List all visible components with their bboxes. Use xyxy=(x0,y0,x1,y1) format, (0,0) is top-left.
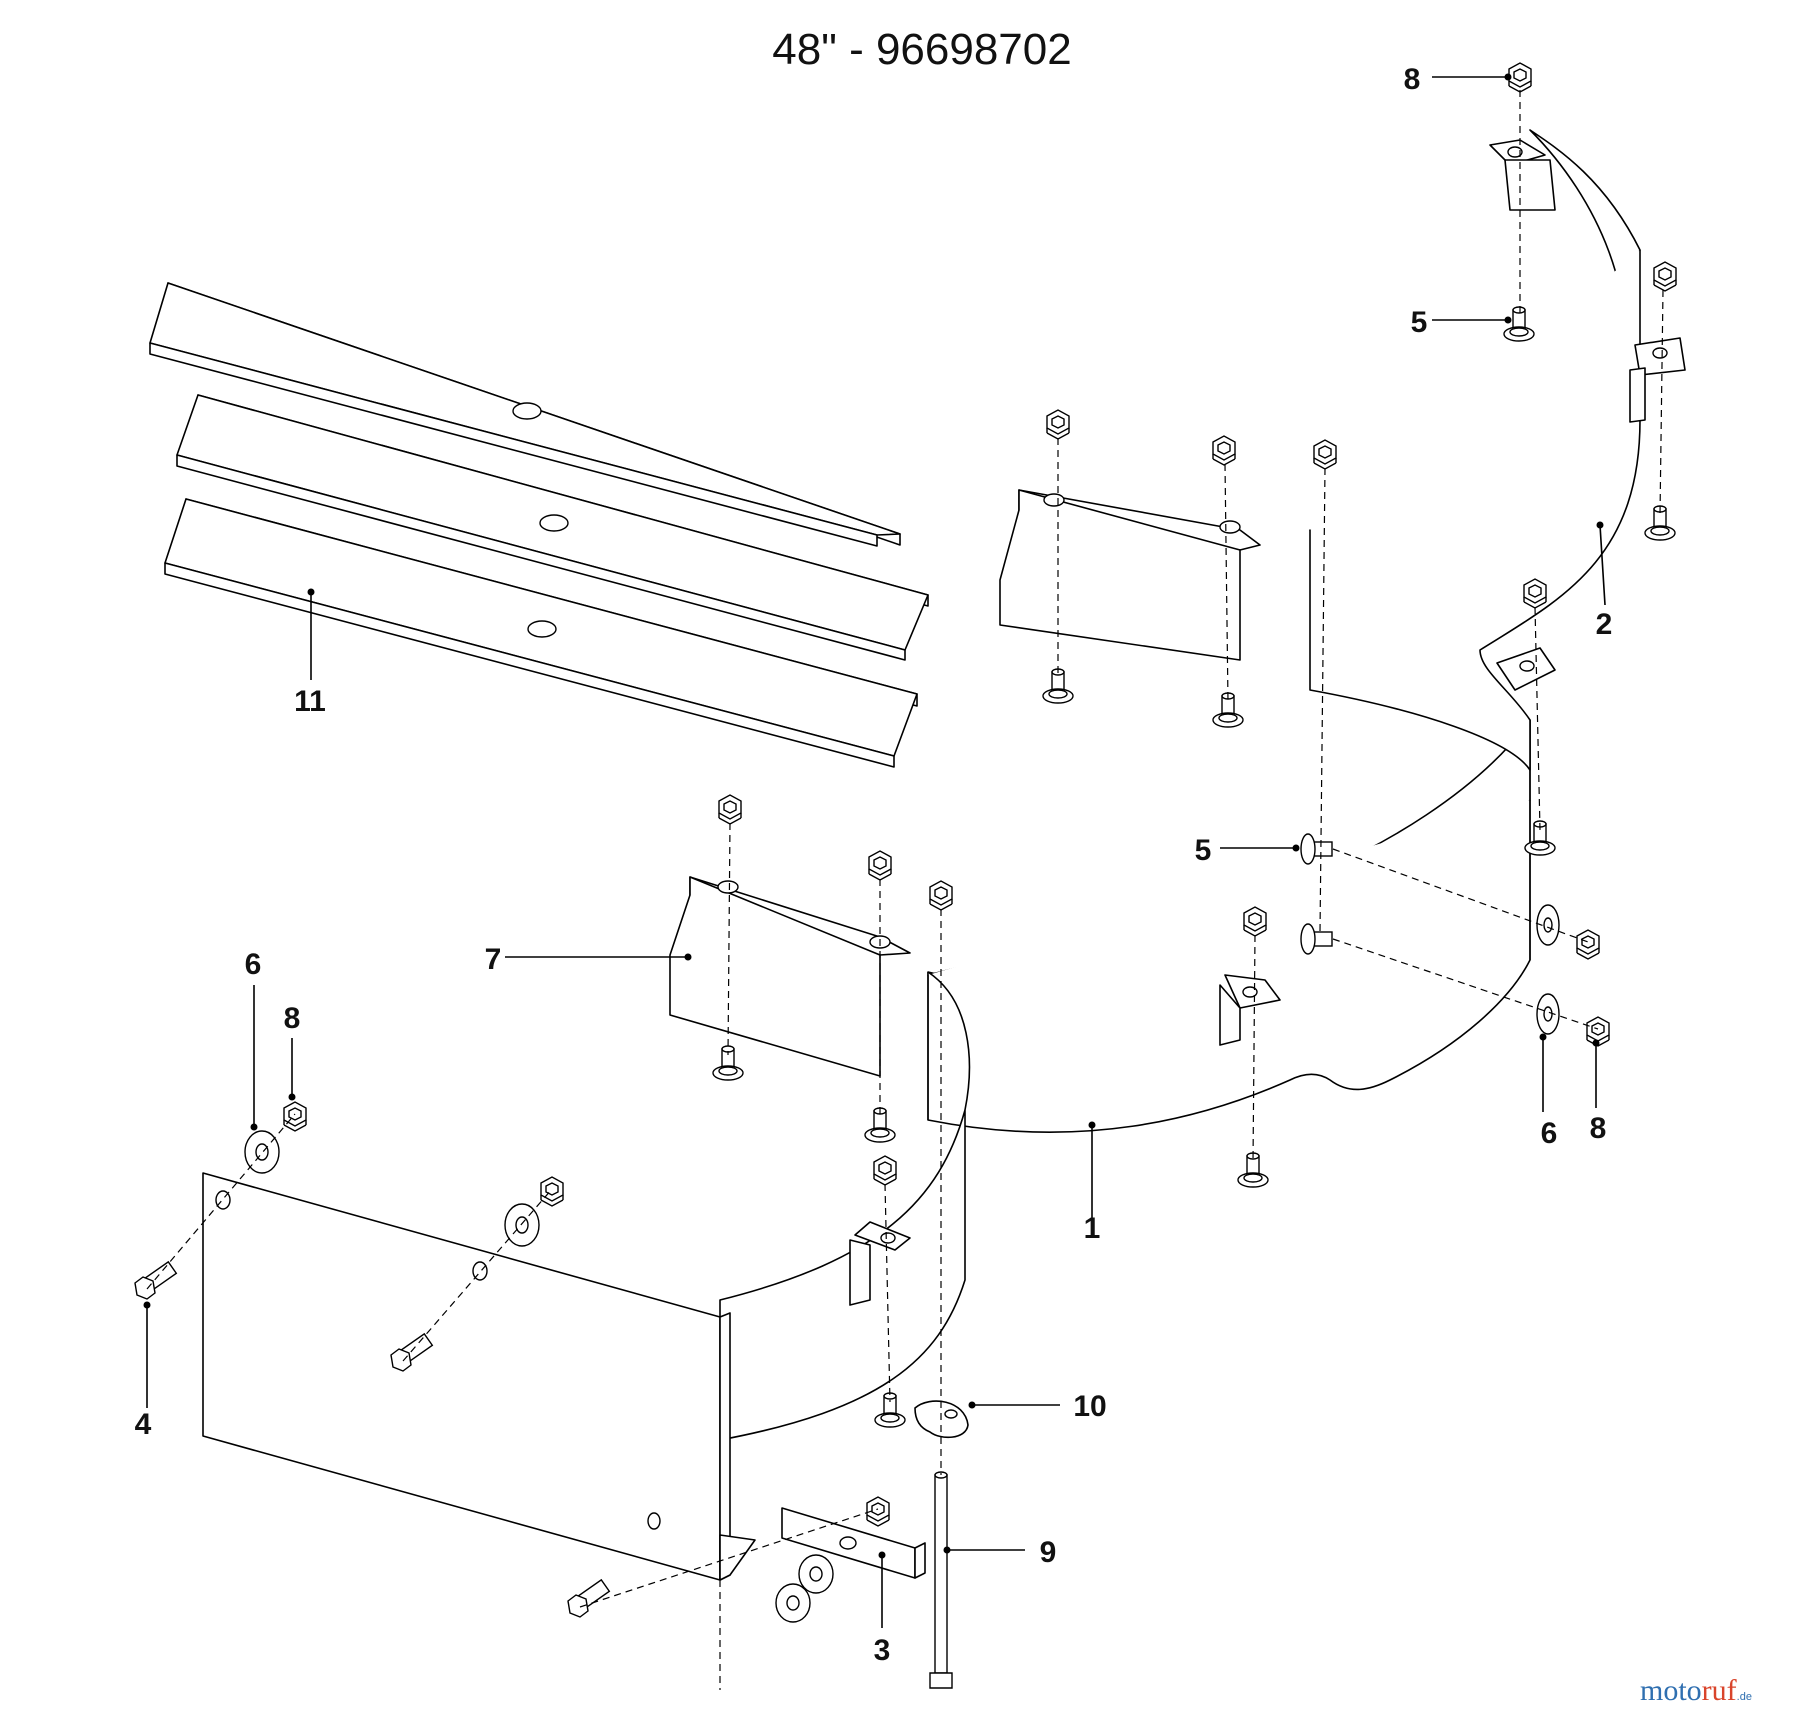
hex-nut-icon xyxy=(540,1176,564,1207)
callout-11: 11 xyxy=(294,685,326,718)
mower-blades xyxy=(149,282,929,768)
blade-middle xyxy=(176,394,929,661)
clip-far-right xyxy=(1629,337,1686,423)
clip-right xyxy=(1496,647,1556,691)
watermark-logo: motoruf.de xyxy=(1640,1674,1752,1707)
watermark-part-b: ruf xyxy=(1702,1674,1737,1707)
left-baffle xyxy=(719,971,971,1441)
hex-nut-icon xyxy=(873,1155,897,1186)
hex-bolt-icon xyxy=(134,1261,178,1300)
main-baffle xyxy=(927,719,1531,1133)
hex-nut-icon xyxy=(718,794,742,825)
hex-nut-icon xyxy=(283,1101,307,1132)
watermark-part-a: moto xyxy=(1640,1674,1702,1707)
callout-8: 8 xyxy=(284,1002,301,1035)
callout-2: 2 xyxy=(1596,608,1613,641)
flat-washer-icon xyxy=(504,1203,540,1247)
callout-8: 8 xyxy=(1404,63,1421,96)
clip-upper xyxy=(1489,139,1556,211)
hex-nut-icon xyxy=(1576,929,1600,960)
clip-center xyxy=(1219,974,1281,1046)
clip-left xyxy=(849,1221,911,1306)
hex-nut-icon xyxy=(1212,435,1236,466)
blade-bottom xyxy=(164,498,918,768)
callout-9: 9 xyxy=(1040,1536,1057,1569)
callout-3: 3 xyxy=(874,1634,891,1667)
carriage-bolt-icon xyxy=(1300,923,1333,955)
hex-nut-icon xyxy=(1653,261,1677,292)
hex-nut-icon xyxy=(1508,62,1532,93)
svg-text:motoruf.de: motoruf.de xyxy=(1640,1674,1752,1707)
callout-5: 5 xyxy=(1411,306,1428,339)
watermark-suffix: .de xyxy=(1737,1691,1752,1703)
callout-5: 5 xyxy=(1195,834,1212,867)
callout-6: 6 xyxy=(1541,1117,1558,1150)
callout-4: 4 xyxy=(135,1408,152,1441)
assembly-lines xyxy=(146,90,1664,1690)
carriage-bolt-icon xyxy=(1503,306,1535,342)
rod xyxy=(929,1471,953,1689)
bracket-left xyxy=(669,876,911,1077)
hex-nut-icon xyxy=(868,850,892,881)
blade-top xyxy=(149,282,901,547)
carriage-bolt-icon xyxy=(874,1392,906,1428)
flat-washer-icon xyxy=(798,1554,834,1594)
callout-8: 8 xyxy=(1590,1112,1607,1145)
deflector-plate xyxy=(202,1172,756,1581)
leader-lines xyxy=(143,73,1606,1628)
hex-nut-icon xyxy=(929,880,953,911)
carriage-bolt-icon xyxy=(1042,668,1074,704)
hex-bolt-icon xyxy=(567,1579,611,1618)
right-baffle xyxy=(1309,129,1641,771)
diagram-title: 48" - 96698702 xyxy=(772,25,1071,74)
hex-nut-icon xyxy=(1046,409,1070,440)
callout-1: 1 xyxy=(1084,1212,1101,1245)
callout-7: 7 xyxy=(485,943,502,976)
carriage-bolt-icon xyxy=(1237,1152,1269,1188)
hex-nut-icon xyxy=(1243,906,1267,937)
callout-10: 10 xyxy=(1073,1390,1106,1423)
hex-nut-icon xyxy=(1523,578,1547,609)
callout-6: 6 xyxy=(245,948,262,981)
flat-washer-icon xyxy=(775,1583,811,1623)
flat-washer-icon xyxy=(1536,993,1560,1035)
bracket-right xyxy=(999,489,1261,661)
hex-nut-icon xyxy=(1313,439,1337,470)
